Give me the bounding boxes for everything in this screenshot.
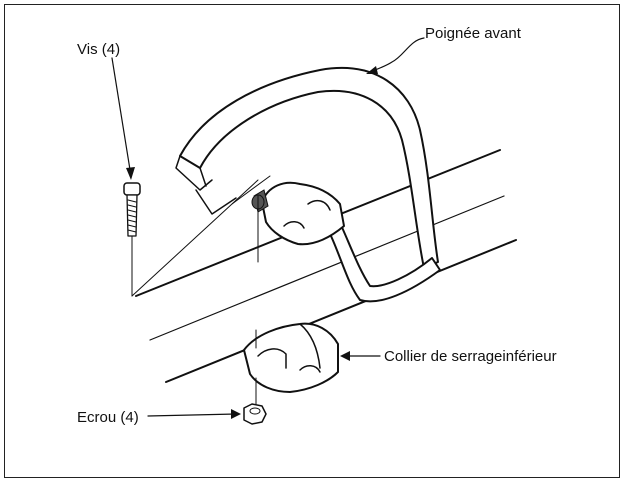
front-handle-label: Poignée avant [425,25,521,42]
front-handle [175,67,441,303]
screw-guide-lines [131,175,271,297]
leader-arrows [111,37,425,419]
lower-clamp-label: Collier de serrageinférieur [384,348,557,365]
upper-clamp [253,181,345,246]
screw-label: Vis (4) [77,41,121,58]
lower-clamp [243,322,339,393]
nut-part [243,403,267,425]
screw-part [123,182,141,237]
nut-label: Ecrou (4) [77,409,139,426]
